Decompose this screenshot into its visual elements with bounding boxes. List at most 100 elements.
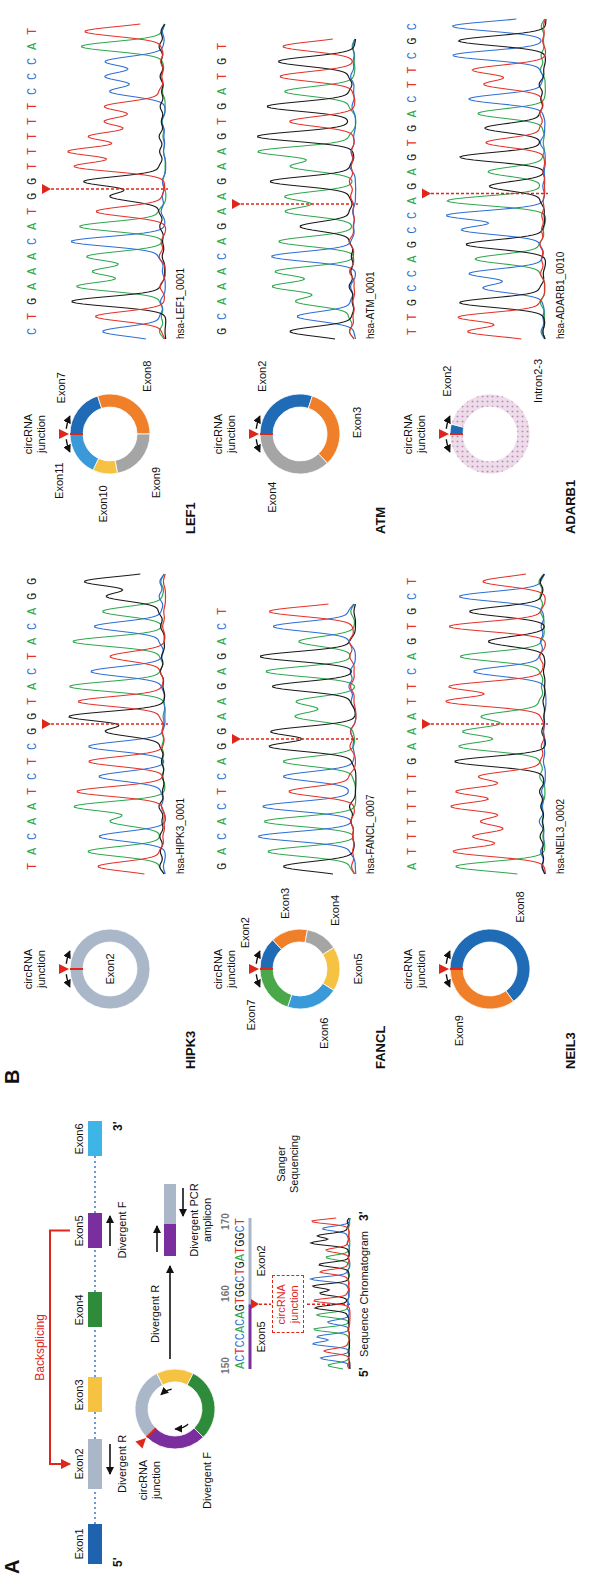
pcr-amplicon — [164, 1184, 176, 1256]
junction-triangle — [422, 189, 431, 199]
base-letter: C — [26, 84, 40, 99]
base-letter: C — [26, 324, 40, 339]
base-letter: T — [406, 310, 420, 325]
base-letter: A — [26, 604, 40, 619]
junction-tick — [450, 968, 463, 970]
strand-end: 5' — [358, 1367, 371, 1377]
base-letter: T — [216, 604, 230, 619]
junction-tick — [147, 1428, 156, 1437]
direction-arrow — [175, 1424, 188, 1429]
gene-name: NEIL3 — [564, 1032, 577, 1069]
base-letter: G — [26, 589, 40, 604]
exon-label: Exon4 — [329, 895, 342, 926]
base-letter: G — [216, 679, 230, 694]
junction-tick — [450, 433, 463, 435]
base-letter: A — [406, 859, 420, 874]
gene-name: HIPK3 — [184, 1031, 197, 1069]
panel-b-figure — [232, 39, 358, 474]
base-letter: G — [26, 189, 40, 204]
junction-triangle — [135, 1438, 146, 1449]
strand-end: 3' — [112, 1121, 125, 1131]
direction-arrow — [256, 416, 260, 429]
base-letter: A — [406, 165, 420, 180]
direction-arrow — [66, 416, 70, 429]
base-letter: T — [26, 114, 40, 129]
panel-b-figure — [42, 574, 168, 1009]
base-letter: T — [26, 24, 40, 39]
base-letter: A — [26, 264, 40, 279]
exon-label: Exon2 — [441, 366, 454, 397]
junction-triangle — [249, 429, 259, 439]
gene-name: FANCL — [374, 1026, 387, 1069]
exon-label: Exon9 — [453, 1015, 466, 1046]
panel-letter: A — [6, 1560, 19, 1574]
base-letter: A — [216, 814, 230, 829]
base-letter: T — [406, 574, 420, 589]
base-letter: A — [216, 159, 230, 174]
circrna-id: hsa-NEIL3_0002 — [554, 799, 567, 874]
circrna-ring — [450, 929, 530, 1009]
exon-box: Exon6 — [70, 1122, 102, 1157]
base-letter: A — [216, 234, 230, 249]
base-letter: A — [406, 252, 420, 267]
base-letter: G — [406, 604, 420, 619]
circrna-id: hsa-FANCL_0007 — [364, 795, 377, 875]
base-letter: A — [216, 279, 230, 294]
base-letter: G — [234, 1261, 248, 1268]
exon-box: Exon5 — [70, 1214, 102, 1249]
base-letter: A — [216, 204, 230, 219]
base-letter: C — [406, 223, 420, 238]
exon-label: Exon4 — [266, 482, 279, 513]
direction-arrow — [66, 951, 70, 964]
ring-segment — [115, 434, 150, 473]
junction-line — [241, 203, 358, 205]
base-letter: A — [26, 279, 40, 294]
base-letter: A — [234, 1326, 248, 1333]
junction-line — [241, 738, 358, 740]
base-letter: G — [26, 709, 40, 724]
trace-T — [68, 24, 166, 339]
primer-arrows — [110, 1188, 183, 1474]
junction-triangle — [422, 719, 431, 729]
base-letter: C — [234, 1333, 248, 1340]
exon-label: Exon4 — [73, 1294, 86, 1325]
panel-b-figure — [422, 19, 548, 474]
base-letter: T — [216, 69, 230, 84]
gene-name: ATM — [374, 507, 387, 534]
base-letter: T — [216, 784, 230, 799]
base-letter: G — [406, 754, 420, 769]
junction-line — [51, 188, 168, 190]
base-letter: G — [216, 129, 230, 144]
base-letter: C — [234, 1225, 248, 1232]
base-letter: A — [26, 249, 40, 264]
exon-label: Exon2 — [73, 1448, 86, 1479]
sequence: CTGAAACATGGTTTTTCCCAT — [26, 24, 40, 339]
base-letter: T — [216, 39, 230, 54]
junction-tick — [260, 968, 273, 970]
panel-a-figure — [135, 1218, 350, 1449]
circrna-id: hsa-LEF1_0001 — [174, 268, 187, 339]
base-letter: A — [234, 1254, 248, 1261]
junction-triangle — [232, 734, 241, 744]
base-letter: T — [406, 829, 420, 844]
exon-box: Exon3 — [70, 1378, 102, 1413]
ring-segment — [187, 1373, 215, 1437]
exon-label: Exon5 — [255, 1321, 268, 1352]
base-letter: T — [234, 1268, 248, 1275]
base-letter: A — [26, 679, 40, 694]
base-letter: G — [216, 174, 230, 189]
junction-label: circRNA junction — [402, 943, 428, 995]
trace-A — [258, 39, 356, 339]
junction-label: circRNA junction — [22, 408, 48, 460]
exon-bar — [88, 1293, 102, 1328]
base-letter: C — [26, 769, 40, 784]
base-letter: A — [26, 814, 40, 829]
exon-label: Exon3 — [351, 407, 364, 438]
trace-C — [72, 24, 166, 339]
base-letter: G — [216, 324, 230, 339]
base-letter: G — [216, 724, 230, 739]
base-letter: A — [234, 1362, 248, 1369]
base-letter: C — [216, 799, 230, 814]
intron-line — [94, 1489, 96, 1524]
method-label: Sanger Sequencing — [275, 1132, 301, 1196]
